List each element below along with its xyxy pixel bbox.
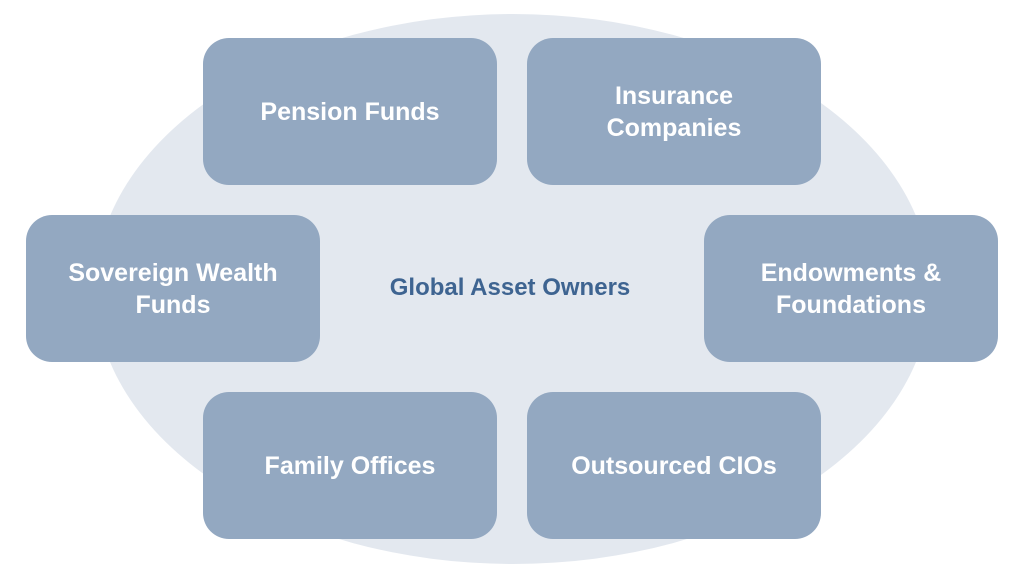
center-label-text: Global Asset Owners bbox=[389, 274, 631, 301]
node-outsourced-cios: Outsourced CIOs bbox=[527, 392, 821, 539]
node-insurance-companies: Insurance Companies bbox=[527, 38, 821, 185]
node-label: Sovereign Wealth Funds bbox=[68, 258, 278, 319]
node-label: Outsourced CIOs bbox=[571, 451, 777, 480]
node-label: Pension Funds bbox=[260, 97, 440, 126]
node-sovereign-wealth-funds: Sovereign Wealth Funds bbox=[26, 215, 320, 362]
center-label: Global Asset Owners bbox=[340, 268, 680, 308]
node-family-offices: Family Offices bbox=[203, 392, 497, 539]
node-pension-funds: Pension Funds bbox=[203, 38, 497, 185]
node-label: Endowments & Foundations bbox=[760, 258, 942, 319]
node-endowments-foundations: Endowments & Foundations bbox=[704, 215, 998, 362]
node-label: Insurance Companies bbox=[606, 81, 742, 142]
node-label: Family Offices bbox=[264, 451, 436, 480]
